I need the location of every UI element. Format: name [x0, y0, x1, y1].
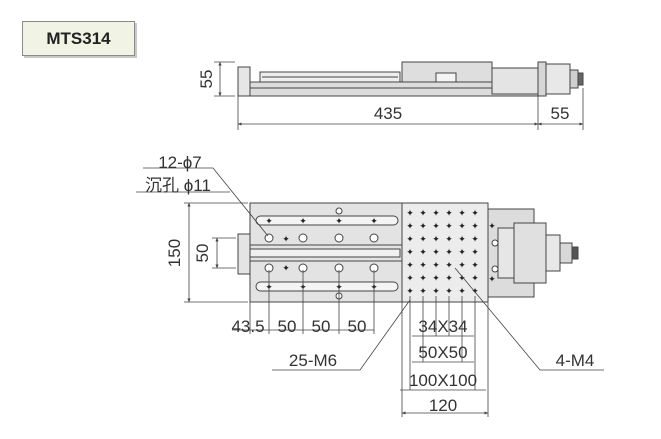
- svg-text:✦: ✦: [458, 248, 466, 258]
- svg-text:✦: ✦: [445, 222, 453, 232]
- svg-text:✦: ✦: [406, 261, 414, 271]
- svg-text:✦: ✦: [419, 248, 427, 258]
- svg-text:✦: ✦: [419, 261, 427, 271]
- base-tap-label: 25-M6: [289, 351, 337, 370]
- svg-text:✦: ✦: [406, 235, 414, 245]
- svg-text:✦: ✦: [432, 287, 440, 297]
- svg-text:✦: ✦: [406, 274, 414, 284]
- svg-text:✦: ✦: [445, 261, 453, 271]
- svg-text:✦: ✦: [471, 209, 479, 219]
- svg-text:✦: ✦: [458, 274, 466, 284]
- svg-text:✦: ✦: [406, 248, 414, 258]
- svg-text:✦: ✦: [432, 222, 440, 232]
- svg-text:✦: ✦: [406, 287, 414, 297]
- svg-text:✦: ✦: [488, 275, 496, 285]
- top-view-dimensions: [136, 167, 604, 417]
- pitch-label-0: 43.5: [231, 317, 264, 336]
- rail-spacing-label: 50: [193, 244, 212, 263]
- svg-text:✦: ✦: [419, 209, 427, 219]
- side-motor-label: 55: [551, 104, 570, 123]
- side-length-label: 435: [374, 104, 402, 123]
- svg-text:✦: ✦: [406, 222, 414, 232]
- pitch-label-2: 50: [312, 317, 331, 336]
- svg-text:✦: ✦: [471, 222, 479, 232]
- svg-text:✦: ✦: [445, 248, 453, 258]
- side-view: [214, 61, 584, 130]
- svg-text:✦: ✦: [445, 235, 453, 245]
- pitch-label-3: 50: [348, 317, 367, 336]
- svg-text:✦: ✦: [471, 235, 479, 245]
- svg-text:✦: ✦: [299, 217, 307, 227]
- tapped-hole-markers: ✦ ✦ ✦ ✦ ✦ ✦ ✦ ✦ ✦ ✦ ✦ ✦ ✦ ✦ ✦ ✦ ✦ ✦ ✦ ✦ ✦ ✦ ✦ ✦ ✦ ✦ ✦ ✦ ✦ ✦ ✦ ✦ ✦ ✦…: [265, 209, 496, 297]
- svg-text:✦: ✦: [432, 261, 440, 271]
- side-height-label: 55: [197, 70, 216, 89]
- svg-text:✦: ✦: [488, 222, 496, 232]
- svg-text:✦: ✦: [445, 274, 453, 284]
- svg-text:✦: ✦: [432, 248, 440, 258]
- svg-text:✦: ✦: [406, 209, 414, 219]
- grid-label-50: 50X50: [418, 343, 467, 362]
- svg-text:✦: ✦: [445, 209, 453, 219]
- hole-callout-line1: 12-ϕ7: [158, 153, 202, 172]
- svg-text:✦: ✦: [335, 217, 343, 227]
- svg-text:✦: ✦: [432, 235, 440, 245]
- svg-text:✦: ✦: [419, 274, 427, 284]
- top-view: [237, 202, 579, 303]
- table-width-label: 120: [429, 396, 457, 415]
- grid-label-100: 100X100: [409, 371, 477, 390]
- svg-text:✦: ✦: [432, 209, 440, 219]
- grid-label-34: 34X34: [418, 317, 467, 336]
- svg-text:✦: ✦: [432, 274, 440, 284]
- svg-text:✦: ✦: [458, 287, 466, 297]
- svg-text:✦: ✦: [282, 264, 290, 274]
- svg-text:✦: ✦: [282, 235, 290, 245]
- table-tap-label: 4-M4: [556, 351, 595, 370]
- width-label: 150: [165, 239, 184, 267]
- svg-text:✦: ✦: [458, 222, 466, 232]
- svg-text:✦: ✦: [265, 217, 273, 227]
- svg-text:✦: ✦: [471, 274, 479, 284]
- svg-text:✦: ✦: [458, 261, 466, 271]
- pitch-label-1: 50: [278, 317, 297, 336]
- svg-text:✦: ✦: [458, 209, 466, 219]
- svg-text:✦: ✦: [471, 261, 479, 271]
- svg-text:✦: ✦: [471, 248, 479, 258]
- svg-text:✦: ✦: [458, 235, 466, 245]
- model-label: MTS314: [22, 21, 135, 56]
- svg-text:✦: ✦: [419, 222, 427, 232]
- svg-text:✦: ✦: [445, 287, 453, 297]
- svg-text:✦: ✦: [419, 287, 427, 297]
- svg-text:✦: ✦: [370, 217, 378, 227]
- hole-callout-line2: 沉孔 ϕ11: [145, 176, 211, 195]
- svg-text:✦: ✦: [419, 235, 427, 245]
